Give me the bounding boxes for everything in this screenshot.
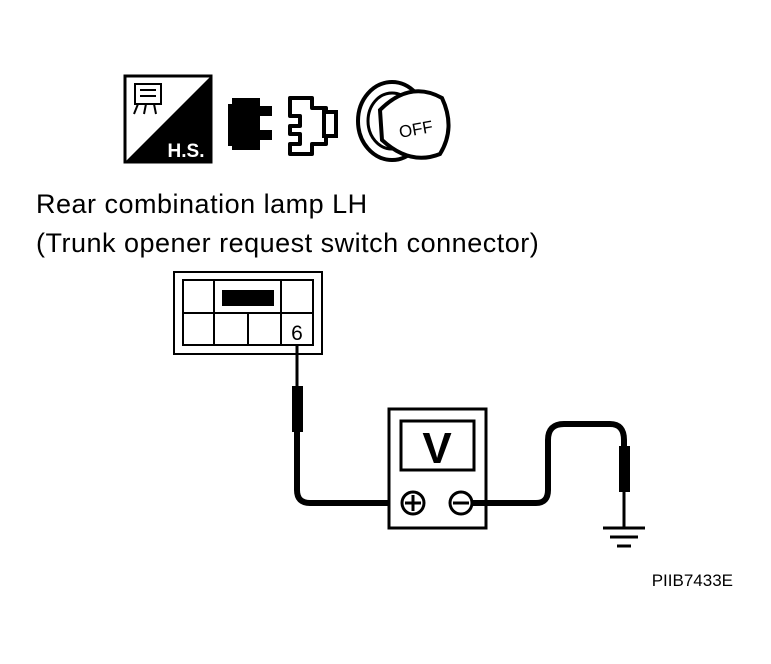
connector-lock-tab	[222, 290, 274, 306]
title-line-2: (Trunk opener request switch connector)	[36, 228, 540, 258]
connector-face: 6	[173, 271, 323, 355]
ignition-key-off-icon: OFF	[356, 80, 451, 162]
positive-probe	[292, 344, 402, 506]
negative-probe	[472, 421, 630, 527]
terminal-number: 6	[291, 322, 303, 345]
harness-service-label: H.S.	[168, 141, 205, 162]
negative-terminal	[448, 490, 474, 516]
reference-code: PIIB7433E	[651, 571, 733, 590]
title-line-1: Rear combination lamp LH	[36, 189, 368, 219]
voltmeter-symbol: V	[422, 424, 452, 473]
voltmeter: V	[387, 407, 488, 530]
harness-service-icon: H.S.	[123, 74, 213, 164]
positive-terminal	[400, 490, 426, 516]
ground-symbol	[603, 526, 645, 548]
connector-disconnect-icon	[228, 96, 338, 156]
